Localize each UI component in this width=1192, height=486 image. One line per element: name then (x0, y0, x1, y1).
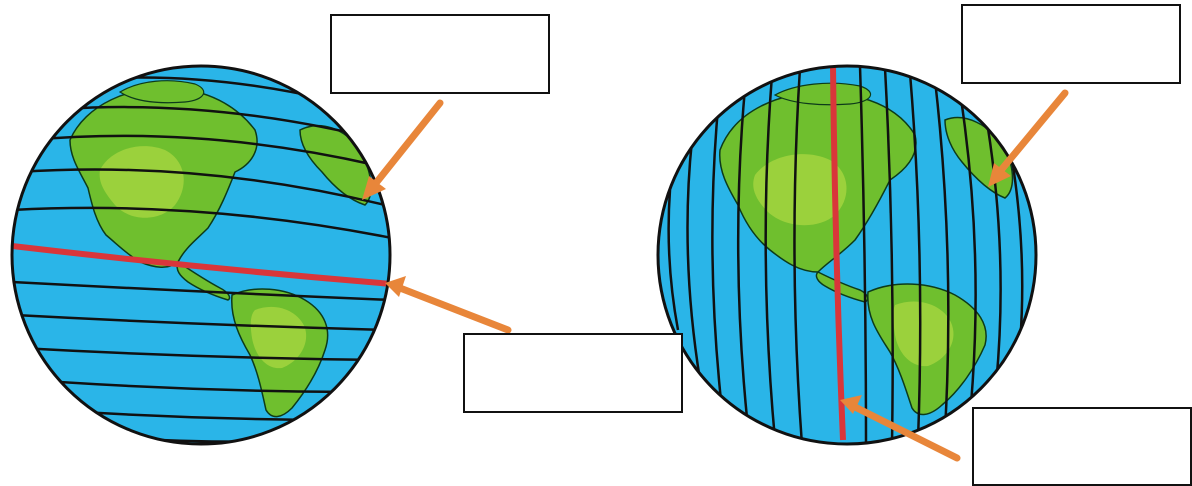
arrow-left-bottom (385, 276, 508, 330)
label-box-right-top[interactable] (961, 4, 1181, 84)
globe-latitude (12, 66, 392, 444)
globe-longitude (658, 66, 1036, 446)
arrow-left-top (362, 103, 440, 200)
label-box-right-bottom[interactable] (972, 407, 1192, 486)
label-box-left-top[interactable] (330, 14, 550, 94)
label-box-left-bottom[interactable] (463, 333, 683, 413)
arrow-right-top (988, 93, 1065, 187)
